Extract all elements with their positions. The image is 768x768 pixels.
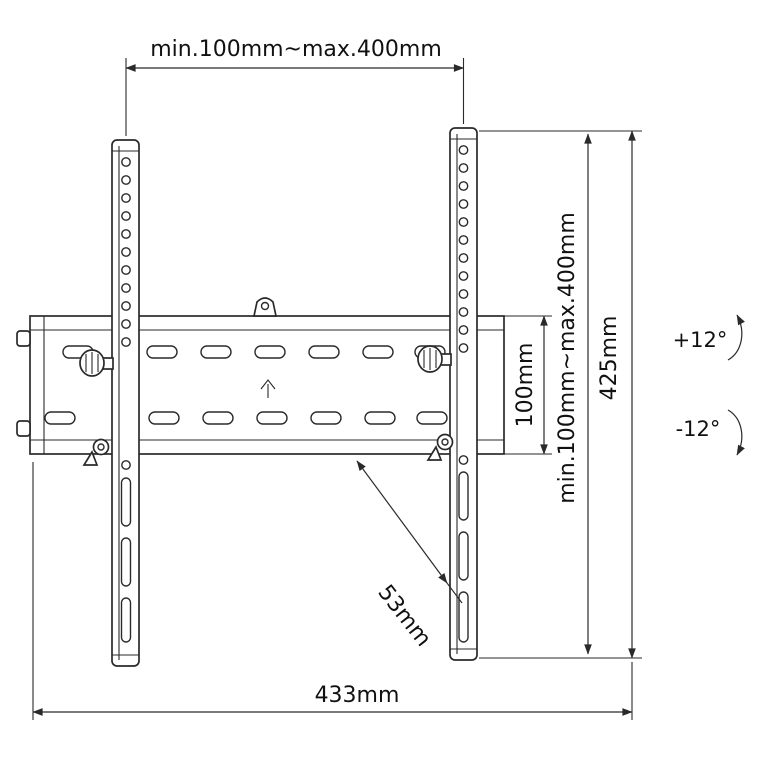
- tilt-up-label: +12°: [673, 328, 728, 352]
- left-rail-mounting-holes: [121, 157, 131, 470]
- dim-vesa-vertical-range: min.100mm~max.400mm: [555, 133, 592, 655]
- dim-depth: 53mm: [356, 460, 463, 652]
- wall-plate: [16, 297, 505, 455]
- right-tilt-knob: [417, 345, 452, 373]
- left-locking-bolt: [82, 438, 110, 466]
- tilt-up-arrow-icon: [727, 314, 745, 361]
- dim-label-depth: 53mm: [372, 580, 435, 651]
- dim-total-width: 433mm: [32, 462, 633, 720]
- center-latch-tab: [252, 297, 278, 317]
- dim-bracket-height: 425mm: [479, 130, 642, 659]
- dim-label-plate-height: 100mm: [513, 343, 538, 428]
- dim-label-top-width: min.100mm~max.400mm: [150, 37, 442, 62]
- wall-plate-lower-slots: [44, 411, 448, 425]
- tilt-indicator: +12° -12°: [673, 314, 745, 456]
- up-arrow-icon: [260, 379, 276, 398]
- dim-plate-height: 100mm: [504, 315, 552, 455]
- right-rail-slots: [458, 471, 469, 643]
- right-rail-mounting-holes: [458, 145, 469, 465]
- right-locking-bolt: [426, 433, 454, 461]
- tilt-down-arrow-icon: [727, 409, 745, 456]
- right-bracket-rail: [417, 127, 478, 661]
- dim-top-width: min.100mm~max.400mm: [125, 37, 465, 136]
- left-rail-slots: [120, 477, 132, 643]
- wall-plate-upper-slots: [62, 345, 446, 359]
- tilt-down-label: -12°: [676, 417, 721, 441]
- dim-label-bracket-height: 425mm: [597, 316, 622, 401]
- left-bracket-rail: [79, 139, 140, 667]
- left-tilt-knob: [79, 349, 114, 377]
- wall-plate-left-tabs: [16, 330, 31, 437]
- dim-label-total-width: 433mm: [315, 683, 400, 708]
- dim-label-vesa-vertical-range: min.100mm~max.400mm: [555, 212, 580, 504]
